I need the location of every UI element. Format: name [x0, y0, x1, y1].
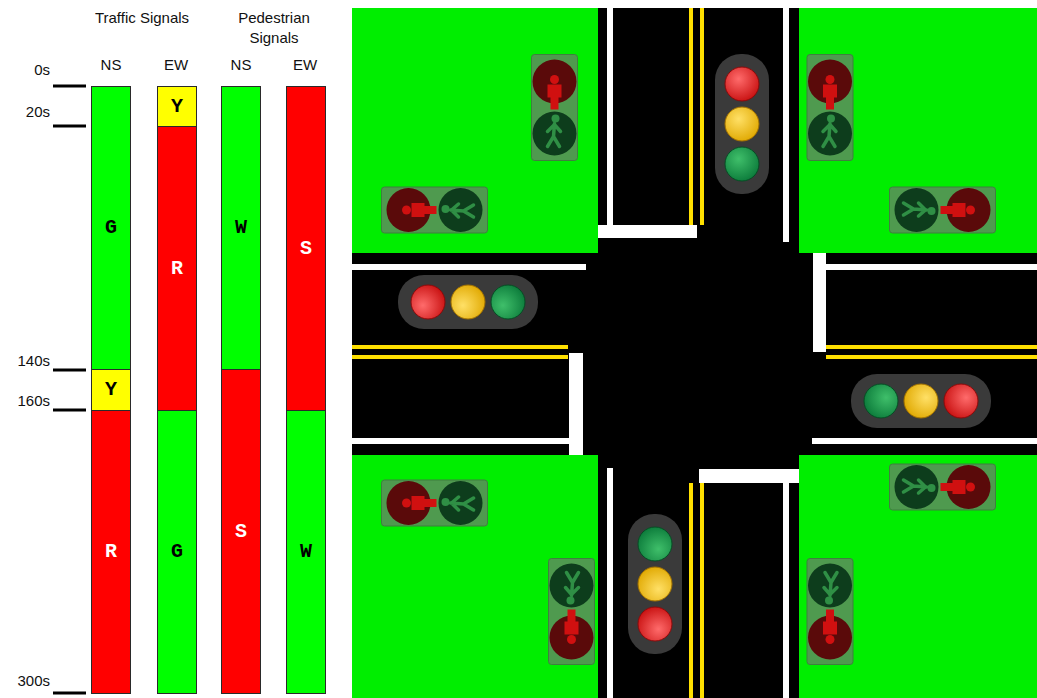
phase-letter: S — [235, 520, 247, 544]
phase-letter: S — [300, 237, 312, 261]
intersection — [799, 8, 1037, 253]
column-label: EW — [293, 55, 317, 75]
road-markings — [700, 483, 704, 698]
column-label: NS — [101, 55, 122, 75]
road-markings — [813, 253, 826, 352]
group-heading: Traffic Signals — [95, 8, 189, 28]
intersection — [352, 455, 598, 698]
road-markings — [352, 264, 586, 270]
timeline-ticks — [53, 86, 86, 693]
road-markings — [352, 355, 568, 359]
timeline-ticks — [53, 369, 86, 372]
signal-phase-band: S — [221, 369, 261, 694]
time-tick-label: 300s — [17, 671, 50, 691]
road-markings — [826, 355, 1037, 359]
time-tick-label: 20s — [26, 102, 50, 122]
signal-phase-band: R — [91, 410, 131, 694]
traffic-light — [715, 54, 769, 194]
phase-letter: G — [105, 216, 117, 240]
phase-letter: Y — [105, 378, 117, 402]
signal-phase-band: S — [286, 86, 326, 411]
pedestrian-signal — [532, 55, 578, 161]
phase-letter: R — [105, 540, 117, 564]
signal-phase-band: Y — [91, 369, 131, 411]
road-markings — [812, 438, 1037, 444]
road-markings — [689, 483, 693, 698]
pedestrian-signal — [890, 464, 996, 510]
road-markings — [689, 8, 693, 225]
traffic-light — [628, 514, 682, 654]
road-markings — [607, 468, 613, 698]
time-tick-label: 140s — [17, 351, 50, 371]
road-markings — [607, 8, 613, 226]
pedestrian-signal — [890, 187, 996, 233]
signal-phase-band: G — [157, 410, 197, 694]
intersection — [799, 455, 1037, 698]
group-heading: Pedestrian Signals — [219, 8, 329, 48]
timeline-ticks — [53, 125, 86, 128]
timeline-ticks — [53, 692, 86, 695]
time-tick-label: 160s — [17, 391, 50, 411]
timeline-ticks — [53, 409, 86, 412]
road-markings — [352, 438, 570, 444]
pedestrian-signal — [382, 480, 488, 526]
road-markings — [352, 345, 568, 349]
signal-phase-band: W — [221, 86, 261, 370]
pedestrian-signal — [807, 55, 853, 161]
time-tick-label: 0s — [34, 60, 50, 80]
column-label: NS — [231, 55, 252, 75]
signal-phase-band: G — [91, 86, 131, 370]
road-markings — [352, 8, 1037, 698]
intersection — [352, 8, 1037, 698]
timeline-ticks — [53, 85, 86, 88]
phase-letter: W — [300, 540, 312, 564]
phase-letter: Y — [171, 95, 183, 119]
road-markings — [699, 469, 799, 483]
column-label: EW — [164, 55, 188, 75]
signal-phase-band: W — [286, 410, 326, 694]
intersection — [352, 8, 598, 253]
intersection — [352, 8, 1037, 698]
road-markings — [700, 8, 704, 225]
traffic-light — [398, 275, 538, 329]
pedestrian-signal — [382, 187, 488, 233]
road-markings — [783, 8, 789, 242]
road-markings — [569, 353, 583, 455]
road-markings — [783, 483, 789, 698]
phase-letter: R — [171, 257, 183, 281]
road-markings — [826, 345, 1037, 349]
phase-letter: G — [171, 540, 183, 564]
signal-phase-band: Y — [157, 86, 197, 127]
phase-letter: W — [235, 216, 247, 240]
signal-phase-band: R — [157, 126, 197, 411]
pedestrian-signal — [807, 559, 853, 665]
pedestrian-signal — [549, 559, 595, 665]
road-markings — [826, 264, 1037, 270]
road-markings — [598, 225, 697, 238]
traffic-light — [851, 374, 991, 428]
